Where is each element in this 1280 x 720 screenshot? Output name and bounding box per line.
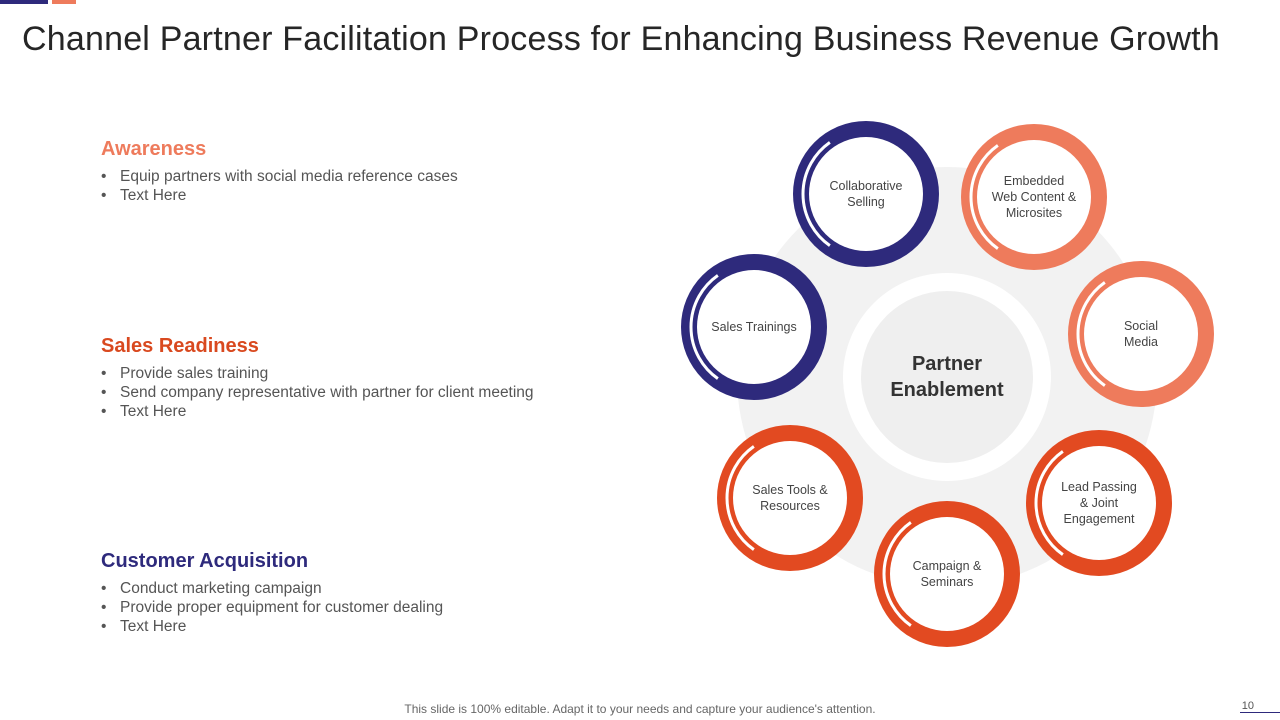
node-label-sales-trainings: Sales Trainings bbox=[699, 297, 809, 357]
section-sales-readiness: Sales Readiness Provide sales training S… bbox=[101, 335, 534, 422]
node-arc bbox=[725, 445, 755, 551]
node-label-line: Web Content & bbox=[991, 190, 1077, 204]
node-face bbox=[733, 441, 847, 555]
node-label-line: & Joint bbox=[1079, 496, 1119, 510]
section-customer-acquisition: Customer Acquisition Conduct marketing c… bbox=[101, 550, 443, 637]
node-arc bbox=[1034, 450, 1064, 556]
awareness-heading: Awareness bbox=[101, 138, 207, 160]
node-arc bbox=[689, 274, 719, 380]
node-label-line: Media bbox=[1123, 335, 1159, 349]
node-label-line: Sales Tools & bbox=[752, 483, 828, 497]
center-label: Partner Enablement bbox=[862, 337, 1032, 417]
node-sales-tools bbox=[717, 425, 863, 571]
sales-readiness-heading: Sales Readiness bbox=[101, 335, 259, 357]
node-label-line: Engagement bbox=[1063, 512, 1135, 526]
accent-bar-coral bbox=[52, 0, 76, 4]
accent-bar-navy bbox=[0, 0, 48, 4]
footer-note: This slide is 100% editable. Adapt it to… bbox=[404, 702, 876, 716]
page-number-underline bbox=[1240, 712, 1280, 713]
customer-acquisition-heading: Customer Acquisition bbox=[101, 550, 309, 572]
node-face bbox=[1084, 277, 1198, 391]
node-label-line: Microsites bbox=[1005, 206, 1063, 220]
node-social-media bbox=[1068, 261, 1214, 407]
node-label-line: Embedded bbox=[1003, 174, 1065, 188]
node-shapes bbox=[681, 121, 1214, 647]
node-label-line: Collaborative bbox=[829, 179, 903, 193]
page-number: 10 bbox=[1241, 700, 1254, 712]
node-arc bbox=[882, 521, 912, 627]
node-label-line: Seminars bbox=[920, 575, 974, 589]
center-label-line: Enablement bbox=[890, 379, 1004, 401]
bullet-item: Text Here bbox=[101, 402, 534, 421]
node-face bbox=[1042, 446, 1156, 560]
section-awareness: Awareness Equip partners with social med… bbox=[101, 138, 458, 206]
slide-title: Channel Partner Facilitation Process for… bbox=[22, 20, 1220, 58]
node-label-line: Resources bbox=[760, 499, 820, 513]
node-lead-passing bbox=[1026, 430, 1172, 576]
awareness-bullets: Equip partners with social media referen… bbox=[101, 167, 458, 206]
center-disc bbox=[861, 291, 1033, 463]
customer-acquisition-bullets: Conduct marketing campaign Provide prope… bbox=[101, 579, 443, 637]
node-label-line: Selling bbox=[847, 195, 885, 209]
bullet-item: Equip partners with social media referen… bbox=[101, 167, 458, 186]
node-label-line: Lead Passing bbox=[1061, 480, 1137, 494]
bullet-item: Send company representative with partner… bbox=[101, 383, 534, 402]
node-campaign-seminars bbox=[874, 501, 1020, 647]
node-label-line: Sales Trainings bbox=[711, 320, 797, 334]
node-face bbox=[977, 140, 1091, 254]
bullet-item: Text Here bbox=[101, 186, 458, 205]
node-arc bbox=[1076, 281, 1106, 387]
node-arc bbox=[801, 141, 831, 247]
node-label-sales-tools: Sales Tools & Resources bbox=[735, 468, 845, 528]
center-label-line: Partner bbox=[911, 353, 982, 375]
sales-readiness-bullets: Provide sales training Send company repr… bbox=[101, 364, 534, 422]
node-face bbox=[809, 137, 923, 251]
bullet-item: Text Here bbox=[101, 617, 443, 636]
node-label-line: Campaign & bbox=[912, 559, 982, 573]
node-face bbox=[890, 517, 1004, 631]
node-face bbox=[697, 270, 811, 384]
node-label-line: Social bbox=[1123, 319, 1159, 333]
bullet-item: Conduct marketing campaign bbox=[101, 579, 443, 598]
node-arc bbox=[969, 144, 999, 250]
bullet-item: Provide sales training bbox=[101, 364, 534, 383]
node-collaborative-selling bbox=[793, 121, 939, 267]
bullet-item: Provide proper equipment for customer de… bbox=[101, 598, 443, 617]
node-embedded-web-content bbox=[961, 124, 1107, 270]
node-sales-trainings bbox=[681, 254, 827, 400]
node-label-campaign-seminars: Campaign & Seminars bbox=[892, 544, 1002, 604]
